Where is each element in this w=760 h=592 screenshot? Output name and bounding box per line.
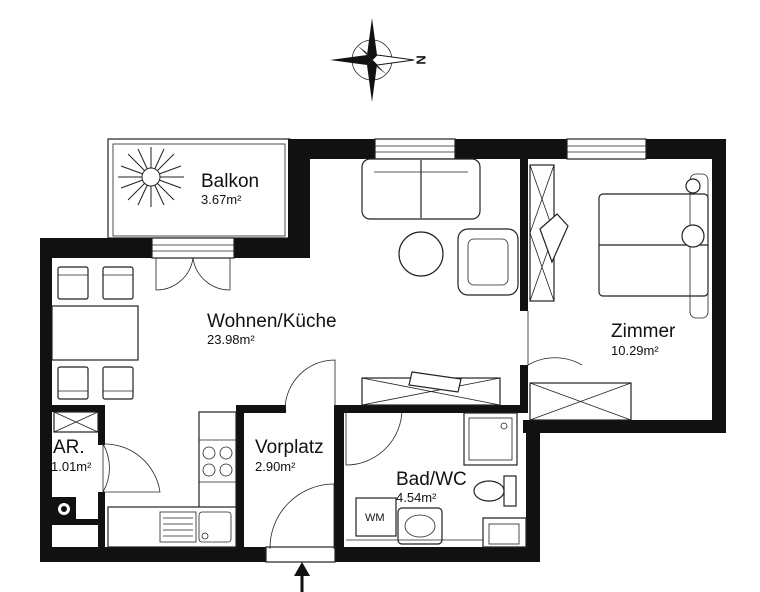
washing-machine [355,497,397,537]
armchair [457,228,519,296]
dining-table [51,266,139,400]
desk [529,164,569,302]
wardrobe [529,382,632,421]
room-area-zimmer: 10.29m² [611,343,659,358]
room-name-zimmer: Zimmer [611,321,676,342]
balcony-door [155,257,231,291]
room-name-wohnen: Wohnen/Küche [207,311,337,332]
entrance-door [265,483,336,563]
washing-machine-label: WM [365,512,385,524]
kitchen-counter [107,411,237,548]
entrance-arrow-icon [294,562,310,592]
room-name-balkon: Balkon [201,171,260,192]
coffee-table [398,231,444,277]
room-area-wohnen: 23.98m² [207,332,255,347]
room-area-bad: 4.54m² [396,490,437,505]
room-name-ar: AR. [53,437,85,458]
toilet [473,475,517,507]
north-label: N [413,55,429,65]
plant-icon [118,147,184,207]
windows [151,138,647,259]
sofa [361,158,481,220]
room-name-vorplatz: Vorplatz [255,437,324,458]
walls [40,139,726,562]
bathroom-bottom-fixtures [346,517,527,548]
interior-doors [102,311,583,494]
compass-rose-icon [330,18,415,102]
tv-sideboard [361,371,501,406]
shower [463,412,518,466]
bed [598,173,709,319]
storage-shelf [52,411,99,521]
room-name-bad: Bad/WC [396,469,467,490]
room-area-ar: 1.01m² [51,459,92,474]
room-area-balkon: 3.67m² [201,192,242,207]
room-area-vorplatz: 2.90m² [255,459,296,474]
washbasin [397,507,443,545]
balcony-outline [107,138,291,239]
